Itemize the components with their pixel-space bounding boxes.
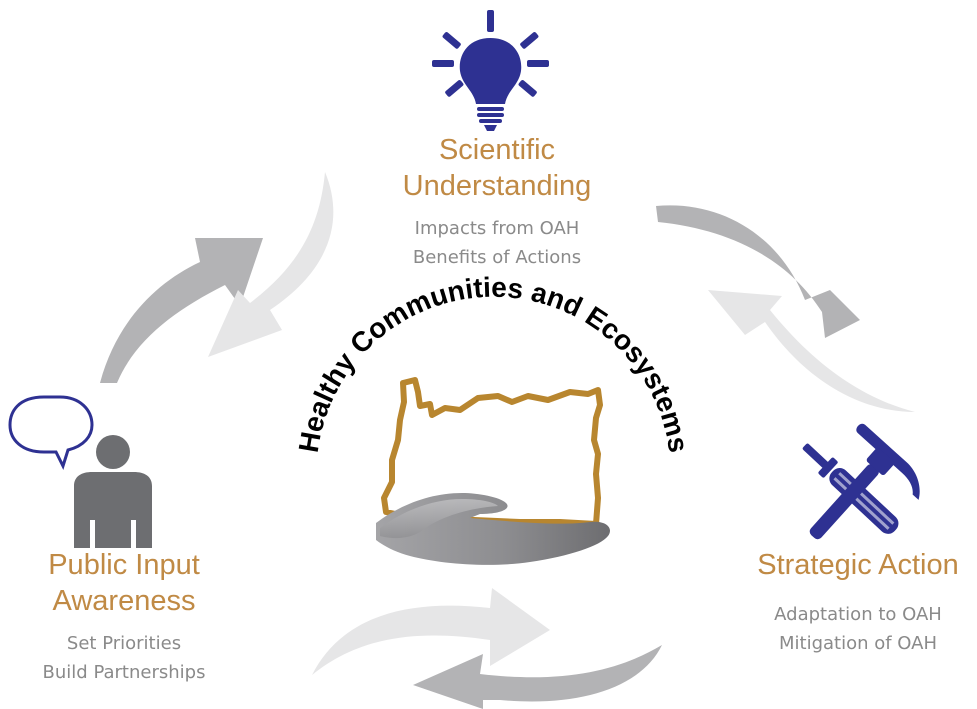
scientific-title-line1: Scientific [439,134,555,166]
arrow-science-to-strategic [656,205,860,338]
node-scientific: Scientific Understanding Impacts from OA… [403,134,592,268]
scientific-sub-line1: Impacts from OAH [415,218,580,239]
arrow-public-to-science [100,238,263,383]
oregon-in-hand-icon [376,377,610,565]
speech-bubble-icon [8,395,94,470]
public-title-line2: Awareness [53,585,196,617]
public-title-line1: Public Input [48,549,200,581]
oregon-outline [381,377,603,527]
strategic-sub-line1: Adaptation to OAH [774,604,942,625]
strategic-title-line1: Strategic Action [757,549,959,581]
arrow-public-to-strategic [312,588,550,675]
scientific-title-line2: Understanding [403,170,592,202]
scientific-sub-line2: Benefits of Actions [413,247,581,268]
public-sub-line1: Set Priorities [67,633,181,654]
person-speech-icon [8,395,152,548]
arrow-science-to-public [208,172,334,357]
public-sub-line2: Build Partnerships [43,662,206,683]
arrow-strategic-to-public [413,645,662,709]
tools-icon [802,423,920,540]
arrow-strategic-to-science [708,290,915,412]
cycle-arrows [100,172,915,709]
node-strategic: Strategic Action Adaptation to OAH Mitig… [757,549,959,654]
lightbulb-icon [432,10,549,131]
node-public: Public Input Awareness Set Priorities Bu… [43,549,206,683]
strategic-sub-line2: Mitigation of OAH [779,633,937,654]
hammer-icon [809,423,920,540]
